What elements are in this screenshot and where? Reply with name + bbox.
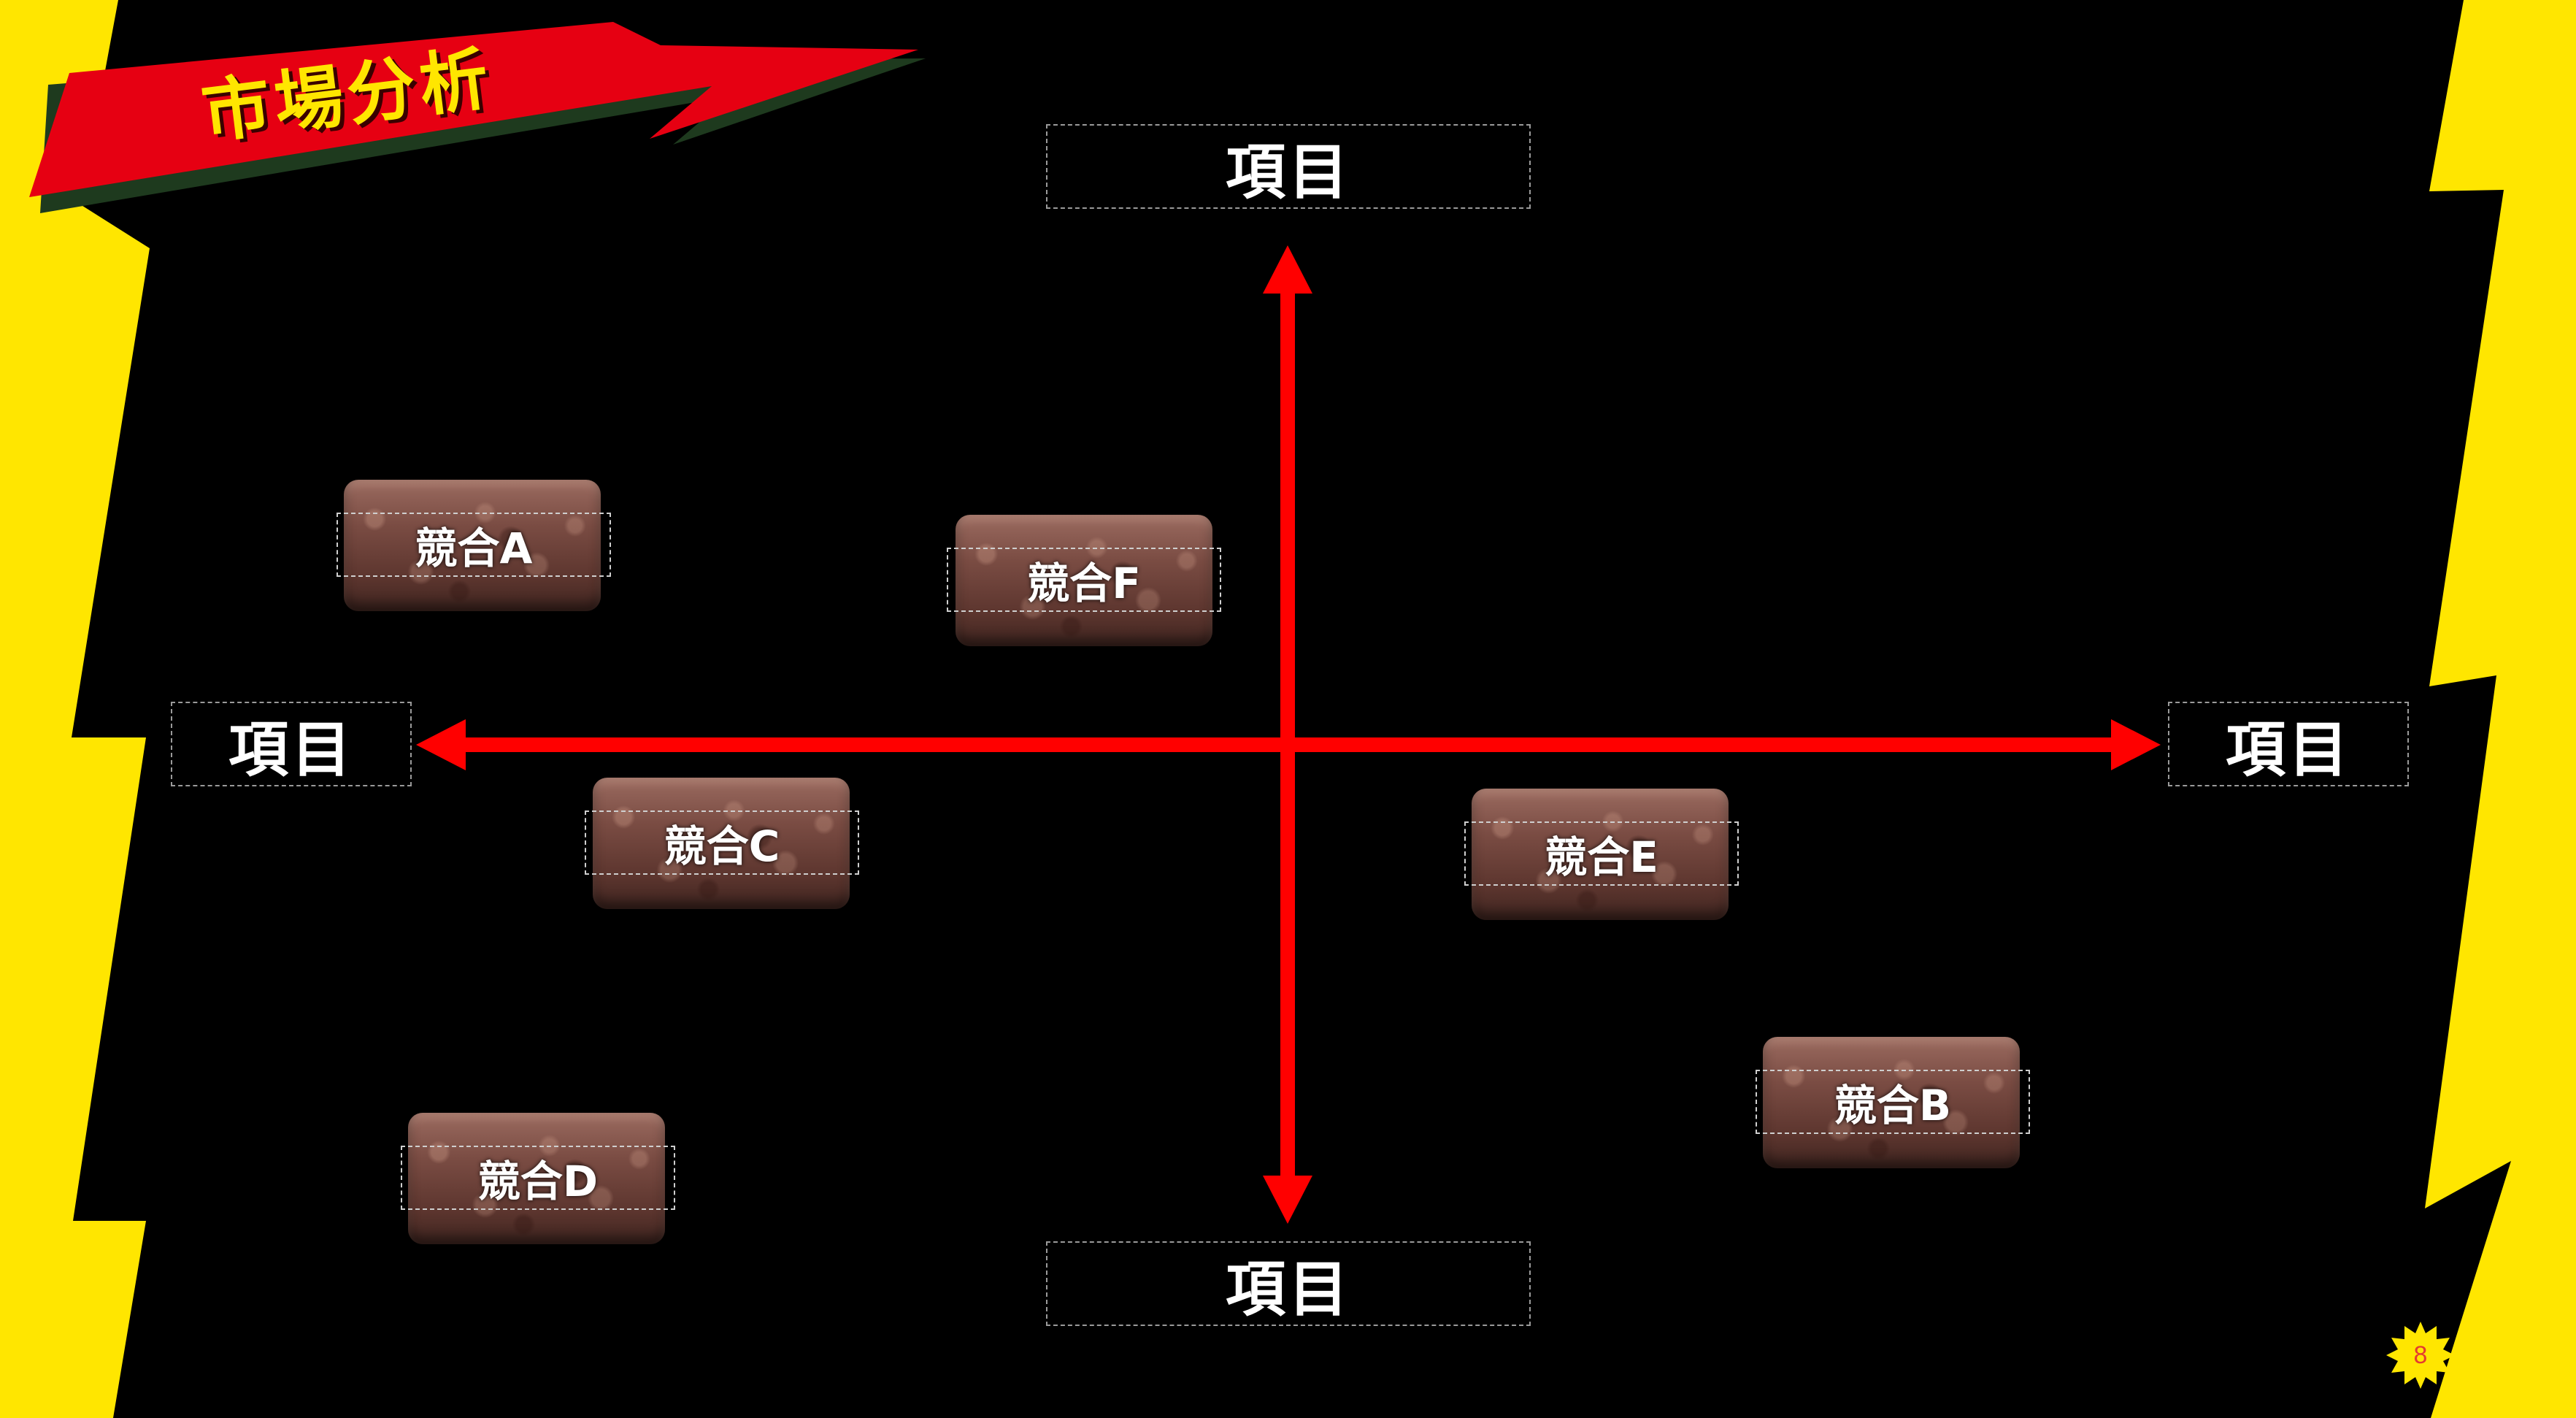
axis-label-left: 項目 — [171, 702, 412, 786]
competitor-label-a: 競合A — [337, 513, 611, 577]
horizontal-axis-arrow-left — [416, 719, 466, 770]
axis-label-right: 項目 — [2168, 702, 2409, 786]
right-yellow-stripe — [2425, 0, 2576, 1418]
competitor-label-d: 競合D — [401, 1146, 675, 1210]
page-number: 8 — [2385, 1320, 2456, 1390]
competitor-label-c: 競合C — [585, 810, 859, 875]
left-yellow-stripe — [0, 0, 150, 1418]
competitor-label-b: 競合B — [1756, 1070, 2030, 1134]
competitor-label-f: 競合F — [947, 548, 1221, 612]
horizontal-axis-arrow-right — [2111, 719, 2161, 770]
axis-label-top: 項目 — [1046, 124, 1531, 209]
vertical-axis-arrow-up — [1263, 245, 1312, 294]
page-number-text: 8 — [2414, 1341, 2428, 1370]
vertical-axis-arrow-down — [1263, 1176, 1312, 1224]
competitor-label-e: 競合E — [1464, 821, 1739, 886]
axis-label-bottom: 項目 — [1046, 1241, 1531, 1326]
